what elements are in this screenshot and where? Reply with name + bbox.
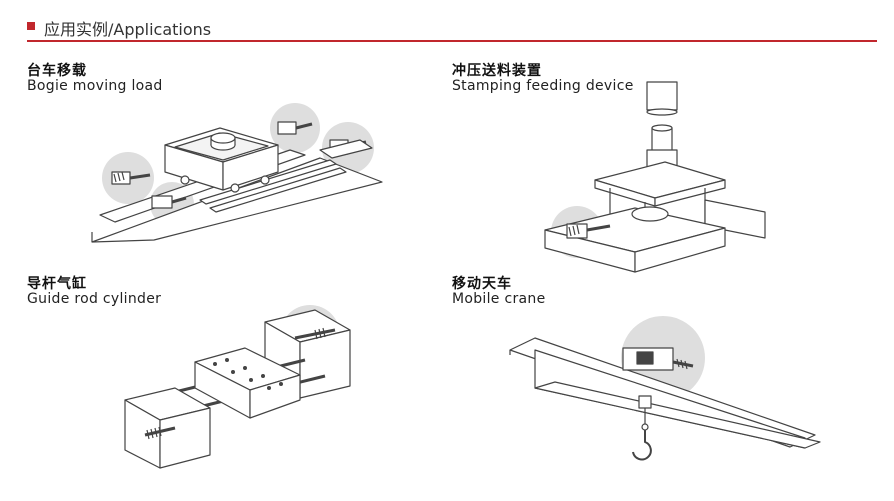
app-title-cn-stamping: 冲压送料装置 (452, 63, 542, 79)
app-title-cn-bogie: 台车移载 (27, 63, 87, 79)
app-title-en-guide-rod: Guide rod cylinder (27, 291, 162, 307)
section-title: 应用实例/Applications (44, 20, 212, 39)
header-divider (27, 40, 877, 42)
stamping-feeding-device-illustration (544, 81, 766, 273)
bogie-moving-load-illustration (91, 103, 383, 243)
app-title-cn-guide-rod: 导杆气缸 (27, 276, 87, 292)
guide-rod-cylinder-illustration (124, 305, 351, 469)
mobile-crane-illustration (509, 316, 821, 461)
app-title-cn-mobile-crane: 移动天车 (452, 276, 512, 292)
app-title-en-stamping: Stamping feeding device (452, 78, 634, 94)
app-title-en-mobile-crane: Mobile crane (452, 291, 546, 307)
app-title-en-bogie: Bogie moving load (27, 78, 163, 94)
header-marker-icon (27, 22, 35, 30)
section-header: 应用实例/Applications (27, 14, 877, 42)
